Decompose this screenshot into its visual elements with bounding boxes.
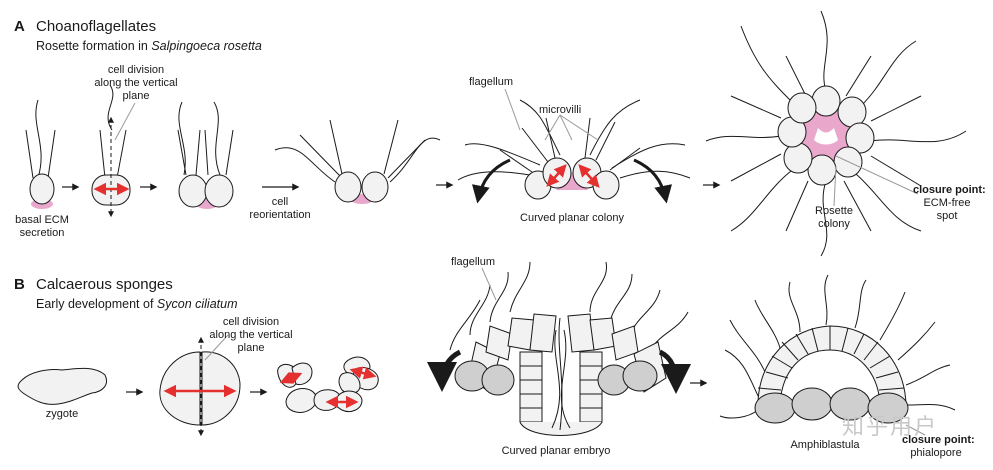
label-cell-division-b: cell division xyxy=(222,316,280,328)
leader-line xyxy=(559,114,599,141)
grey-cell xyxy=(754,392,796,424)
label-microvilli: microvilli xyxy=(539,104,582,116)
label-spot: spot xyxy=(936,210,958,222)
label-colony: colony xyxy=(818,218,850,230)
label-cell: cell xyxy=(271,196,289,208)
leader-line xyxy=(833,165,837,207)
cell xyxy=(542,157,572,189)
cell xyxy=(29,173,55,205)
stage-dividing-cell xyxy=(91,84,131,218)
label-closure-point-b: closure point: xyxy=(902,434,975,446)
label-curved-colony: Curved planar colony xyxy=(520,212,624,224)
curve-arrow-left xyxy=(427,349,462,392)
leader-line xyxy=(204,334,229,361)
red-arrow xyxy=(578,164,600,188)
stage-curved-embryo xyxy=(427,261,691,436)
label-plane-b: plane xyxy=(237,342,265,354)
label-reorientation: reorientation xyxy=(249,209,311,221)
label-amphiblastula: Amphiblastula xyxy=(790,439,860,451)
zygote xyxy=(17,367,107,405)
leader-line xyxy=(504,88,521,131)
cell xyxy=(361,171,389,203)
label-flagellum-b: flagellum xyxy=(451,256,496,268)
panel-a-subtitle-text: Rosette formation in xyxy=(36,39,152,53)
grey-cell xyxy=(481,364,515,396)
label-curved-embryo: Curved planar embryo xyxy=(501,445,611,457)
cell xyxy=(811,85,841,117)
label-along-vertical-b: along the vertical xyxy=(209,329,293,341)
watermark-text: 知乎用户 xyxy=(842,414,939,439)
label-basal-ecm: basal ECM xyxy=(15,214,69,226)
stage-amphiblastula xyxy=(719,274,956,436)
ecm-free-spot xyxy=(814,128,838,145)
panel-b xyxy=(17,261,956,437)
label-along-vertical: along the vertical xyxy=(94,77,178,89)
label-flagellum-a: flagellum xyxy=(469,76,514,88)
panel-a-species: Salpingoeca rosetta xyxy=(151,39,262,53)
grey-cell xyxy=(867,392,909,424)
cell xyxy=(837,96,867,128)
cell xyxy=(334,171,362,203)
curve-arrow-right xyxy=(658,349,691,394)
panel-b-subtitle-text: Early development of xyxy=(36,297,157,311)
curve-arrow-right xyxy=(633,158,672,204)
label-phialopore: phialopore xyxy=(910,447,962,459)
red-arrow xyxy=(546,164,567,187)
stage-reoriented-pair xyxy=(274,119,441,204)
stage-dividing-embryo xyxy=(159,334,241,437)
leader-line xyxy=(481,267,497,301)
label-secretion: secretion xyxy=(19,227,65,239)
leader-line xyxy=(544,114,561,141)
panel-b-title: Calcaerous sponges xyxy=(36,276,173,293)
panel-a xyxy=(25,10,967,257)
stage-eight-cells xyxy=(277,356,379,413)
stage-curved-colony xyxy=(457,88,691,204)
grey-cell xyxy=(791,387,833,421)
cell xyxy=(783,142,813,174)
cell xyxy=(204,174,234,208)
panel-a-subtitle: Rosette formation in Salpingoeca rosetta xyxy=(36,39,262,54)
panel-b-subtitle: Early development of Sycon ciliatum xyxy=(36,297,238,312)
label-plane: plane xyxy=(122,90,150,102)
panel-b-letter: B xyxy=(14,276,25,293)
stage-two-cells xyxy=(177,101,234,209)
cell xyxy=(845,122,875,154)
leader-line xyxy=(559,114,573,141)
panel-a-letter: A xyxy=(14,18,25,35)
label-rosette: Rosette xyxy=(815,205,853,217)
panel-a-title: Choanoflagellates xyxy=(36,18,157,35)
stage-rosette xyxy=(705,10,967,257)
cell xyxy=(787,92,817,124)
panel-b-species: Sycon ciliatum xyxy=(156,297,238,311)
red-arrow xyxy=(349,366,377,380)
label-ecm-free: ECM-free xyxy=(923,197,971,209)
grey-cell xyxy=(622,360,658,392)
label-cell-division: cell division xyxy=(107,64,165,76)
label-zygote: zygote xyxy=(45,408,79,420)
leader-line xyxy=(835,155,919,195)
stage-single-cell xyxy=(25,99,56,209)
curve-arrow-left xyxy=(472,158,511,204)
leader-line xyxy=(905,424,926,436)
leader-line xyxy=(114,102,136,141)
cell xyxy=(178,174,208,208)
red-arrow xyxy=(279,372,303,384)
label-closure-point-a: closure point: xyxy=(913,184,986,196)
